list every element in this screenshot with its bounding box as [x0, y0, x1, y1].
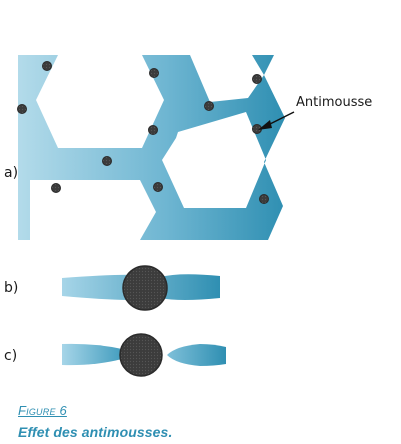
antifoam-particle-c [119, 333, 163, 377]
foam-network [17, 55, 285, 240]
antifoam-particles-a [17, 61, 269, 204]
particle [204, 101, 214, 111]
particle [252, 74, 262, 84]
particle [102, 156, 112, 166]
particle [42, 61, 52, 71]
film-lens-right-c [167, 344, 226, 366]
particle [17, 104, 27, 114]
particle [153, 182, 163, 192]
foam-film [18, 55, 285, 240]
figure-number: Figure 6 [18, 403, 67, 418]
callout-arrow-head [258, 120, 272, 130]
figure-caption: Effet des antimousses. [18, 424, 173, 440]
bridging-film-b [62, 265, 220, 311]
antifoam-label: Antimousse [296, 95, 372, 110]
particle [259, 194, 269, 204]
ruptured-film-c [62, 333, 226, 377]
particle [148, 125, 158, 135]
particle [51, 183, 61, 193]
part-a-label: a) [4, 165, 18, 181]
part-c-label: c) [4, 348, 17, 364]
antifoam-particle-b [122, 265, 168, 311]
particle [149, 68, 159, 78]
film-lens-left-c [62, 343, 125, 366]
antifoam-callout: Antimousse [258, 95, 372, 130]
part-b-label: b) [4, 280, 18, 296]
